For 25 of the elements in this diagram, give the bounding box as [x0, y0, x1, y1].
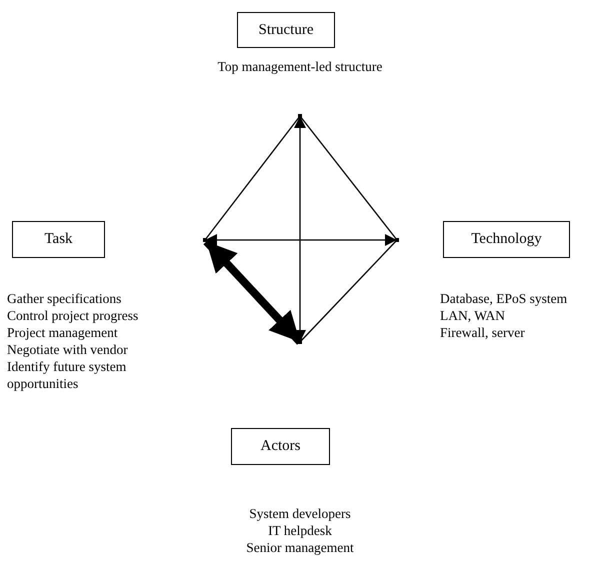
- description-text: Control project progress: [7, 307, 140, 324]
- description-text: Negotiate with vendor: [7, 341, 129, 358]
- arrow: [203, 238, 303, 345]
- description-text: Senior management: [245, 539, 355, 556]
- arrow: [205, 234, 397, 246]
- description-text: Top management-led structure: [216, 58, 384, 75]
- diagram-corner: [395, 238, 399, 242]
- connector-line: [204, 116, 301, 240]
- description-text: LAN, WAN: [440, 307, 506, 324]
- description-text: System developers: [248, 505, 352, 522]
- diagram-corner: [298, 114, 302, 118]
- diagram-corner: [298, 340, 302, 344]
- connector-line: [299, 116, 398, 240]
- connector-line: [300, 240, 398, 342]
- concept-box: Technology: [443, 221, 570, 258]
- description-text: Project management: [7, 324, 119, 341]
- description-text: Identify future system opportunities: [7, 358, 128, 392]
- diagram-corner: [203, 238, 207, 242]
- concept-box: Task: [12, 221, 105, 258]
- description-text: IT helpdesk: [267, 522, 333, 539]
- concept-box: Actors: [231, 428, 330, 465]
- description-text: Database, EPoS system: [440, 290, 568, 307]
- description-text: Firewall, server: [440, 324, 526, 341]
- concept-box: Structure: [237, 12, 335, 48]
- description-text: Gather specifications: [7, 290, 122, 307]
